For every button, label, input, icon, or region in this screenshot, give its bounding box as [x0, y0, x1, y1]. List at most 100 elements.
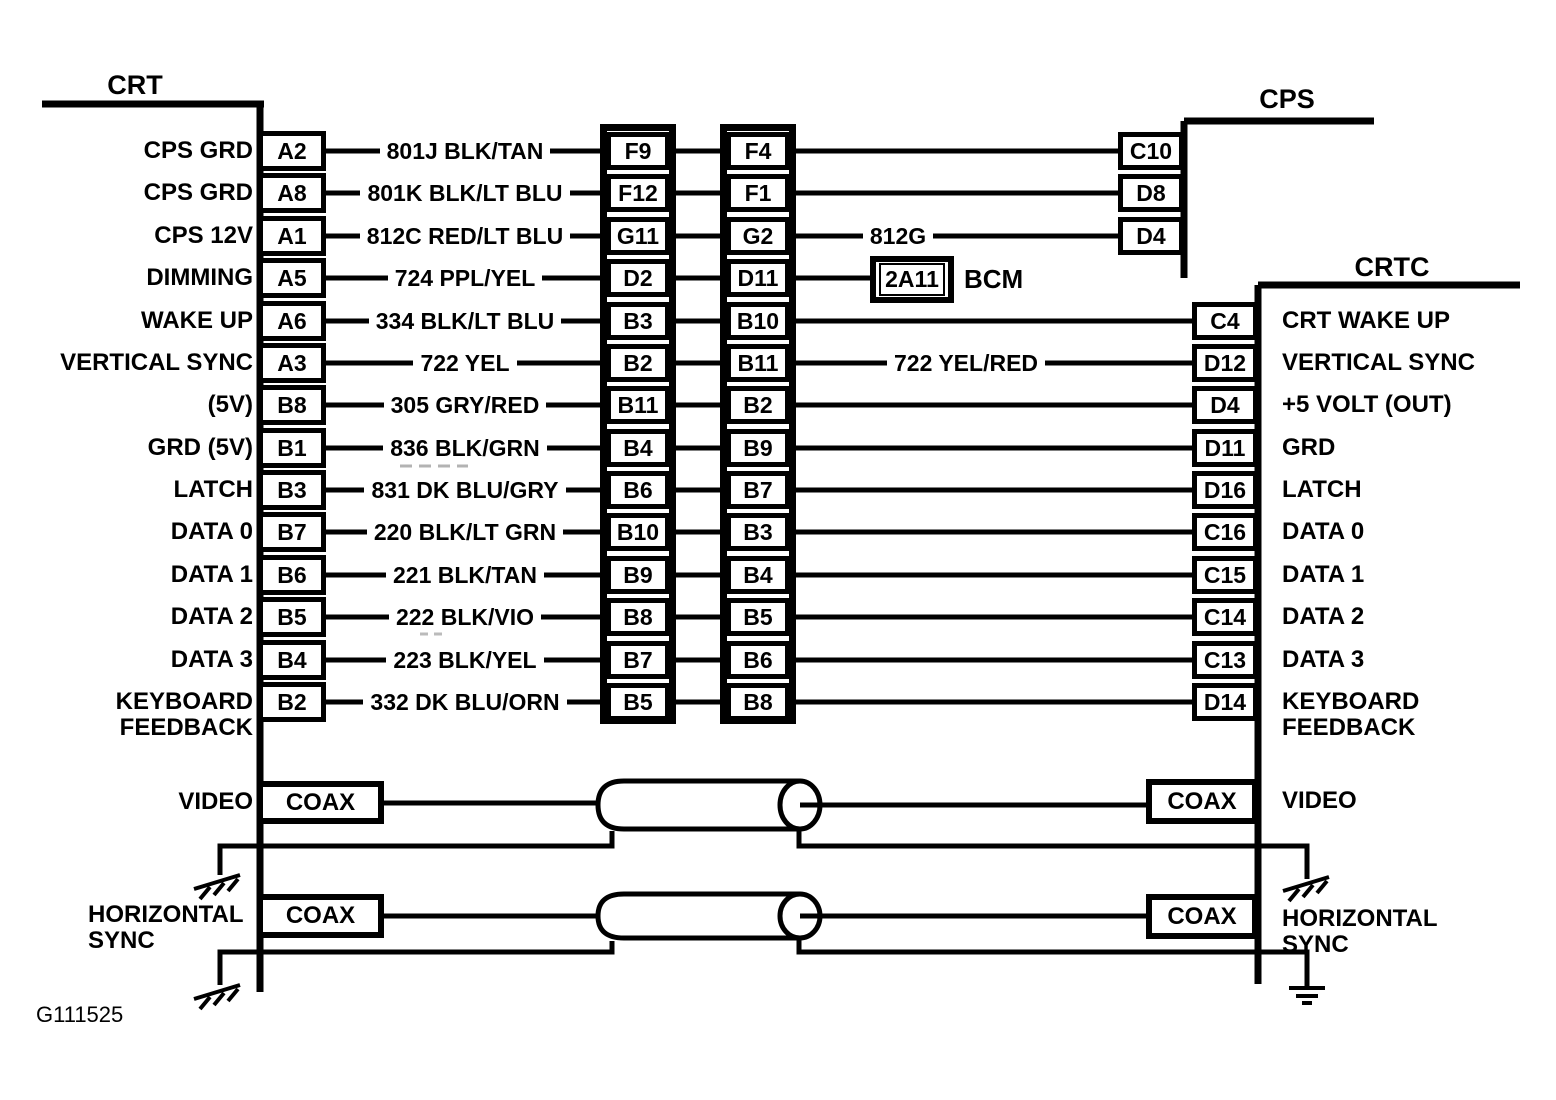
wire-label-text: 801K BLK/LT BLU	[360, 180, 570, 206]
crt-pin: B8	[258, 385, 326, 425]
cps-connector-title: CPS	[1259, 84, 1315, 114]
wire-label: 724 PPL/YEL	[332, 263, 598, 293]
wire-label: 722 YEL	[332, 348, 598, 378]
video-signal-label-right: VIDEO	[1282, 787, 1357, 814]
wire-label: 836 BLK/GRN	[332, 433, 598, 463]
crt-pin: A8	[258, 173, 326, 213]
horizontal-sync-coax-run	[193, 891, 1325, 1011]
crt-connector-title: CRT	[107, 70, 163, 100]
earth-ground-icon	[1289, 986, 1325, 1005]
video-signal-label-left: VIDEO	[178, 788, 253, 815]
video-coax-run	[193, 778, 1330, 903]
inline-pin-left: B5	[606, 683, 670, 721]
crtc-connector-title: CRTC	[1354, 252, 1430, 282]
chassis-ground-icon	[193, 873, 241, 901]
inline-pin-right: B6	[726, 641, 790, 679]
inline-pin-left: B10	[606, 513, 670, 551]
wire-label-text: 801J BLK/TAN	[379, 138, 551, 164]
inline-pin-right: B10	[726, 302, 790, 340]
wire-label-text: 836 BLK/GRN	[383, 435, 547, 461]
crtc-signal-label: DATA 2	[1282, 603, 1365, 630]
crtc-signal-label: CRT WAKE UP	[1282, 307, 1450, 334]
wire-label: 305 GRY/RED	[332, 390, 598, 420]
wire-label: 334 BLK/LT BLU	[332, 306, 598, 336]
crt-signal-label: DATA 1	[170, 561, 253, 588]
cps-pin: D4	[1118, 217, 1184, 255]
wire-label-text: 332 DK BLU/ORN	[363, 689, 567, 715]
crt-signal-label: LATCH	[173, 476, 253, 503]
crt-pin: A2	[258, 131, 326, 171]
crtc-signal-label: LATCH	[1282, 476, 1362, 503]
wire-label-text: 223 BLK/YEL	[386, 647, 544, 673]
inline-pin-right: B9	[726, 429, 790, 467]
inline-pin-right: F1	[726, 174, 790, 212]
crt-signal-label: CPS 12V	[154, 222, 253, 249]
crt-pin: B1	[258, 428, 326, 468]
inline-pin-right: B7	[726, 471, 790, 509]
wire-label: 221 BLK/TAN	[332, 560, 598, 590]
crtc-signal-label: DATA 3	[1282, 646, 1365, 673]
crtc-signal-label: KEYBOARD FEEDBACK	[1282, 688, 1420, 741]
wire-label-text: 722 YEL/RED	[886, 350, 1046, 376]
inline-pin-right: B5	[726, 598, 790, 636]
inline-pin-right: B2	[726, 386, 790, 424]
inline-pin-left: B2	[606, 344, 670, 382]
wire-label: 222 BLK/VIO	[332, 602, 598, 632]
crtc-signal-label: +5 VOLT (OUT)	[1282, 391, 1452, 418]
crt-pin: B5	[258, 597, 326, 637]
hsync-coax-box-left: COAX	[257, 894, 384, 938]
crt-signal-label: DATA 0	[170, 518, 253, 545]
crtc-pin: C14	[1192, 598, 1258, 636]
crtc-pin: C13	[1192, 641, 1258, 679]
wire-label-text: 831 DK BLU/GRY	[364, 477, 566, 503]
coax-cable-symbol	[595, 778, 800, 832]
figure-number: G111525	[36, 1002, 124, 1027]
wire-label-text: 812C RED/LT BLU	[359, 223, 571, 249]
inline-pin-right: B11	[726, 344, 790, 382]
wire-label: 831 DK BLU/GRY	[332, 475, 598, 505]
inline-pin-left: F12	[606, 174, 670, 212]
hsync-signal-label-left: HORIZONTAL SYNC	[88, 901, 244, 954]
video-coax-box-right: COAX	[1146, 779, 1258, 824]
crtc-signal-label: VERTICAL SYNC	[1282, 349, 1475, 376]
inline-pin-left: G11	[606, 217, 670, 255]
bcm-label: BCM	[964, 264, 1024, 294]
inline-pin-left: B6	[606, 471, 670, 509]
inline-pin-right: B4	[726, 556, 790, 594]
crt-signal-label: DIMMING	[146, 264, 253, 291]
crt-signal-label: CPS GRD	[143, 137, 253, 164]
inline-pin-left: D2	[606, 259, 670, 297]
crt-signal-label: DATA 2	[170, 603, 253, 630]
wire-label: 801K BLK/LT BLU	[332, 178, 598, 208]
crt-signal-label: VERTICAL SYNC	[60, 349, 253, 376]
crtc-pin: C15	[1192, 556, 1258, 594]
wire-label-text: 220 BLK/LT GRN	[366, 519, 564, 545]
crtc-pin: D16	[1192, 471, 1258, 509]
wire-label-text: 724 PPL/YEL	[387, 265, 543, 291]
crtc-pin: D14	[1192, 683, 1258, 721]
wire-label-text: 722 YEL	[413, 350, 517, 376]
crtc-signal-label: DATA 1	[1282, 561, 1365, 588]
crt-pin: B6	[258, 555, 326, 595]
crt-signal-label: CPS GRD	[143, 179, 253, 206]
wire-label: 812C RED/LT BLU	[332, 221, 598, 251]
inline-pin-left: B9	[606, 556, 670, 594]
hsync-coax-box-right: COAX	[1146, 894, 1258, 939]
crt-pin: A5	[258, 258, 326, 298]
wire-label: 801J BLK/TAN	[332, 136, 598, 166]
crt-signal-label: GRD (5V)	[147, 434, 253, 461]
inline-pin-left: F9	[606, 132, 670, 170]
crtc-signal-label: GRD	[1282, 434, 1336, 461]
crt-pin: A3	[258, 343, 326, 383]
inline-pin-left: B11	[606, 386, 670, 424]
chassis-ground-icon	[193, 983, 241, 1011]
wire-label: 812G	[800, 221, 996, 251]
crt-signal-label: WAKE UP	[140, 307, 253, 334]
crt-pin: A6	[258, 301, 326, 341]
inline-pin-left: B7	[606, 641, 670, 679]
video-coax-box-left: COAX	[257, 781, 384, 824]
crt-pin: B2	[258, 682, 326, 722]
crt-pin: B7	[258, 512, 326, 552]
